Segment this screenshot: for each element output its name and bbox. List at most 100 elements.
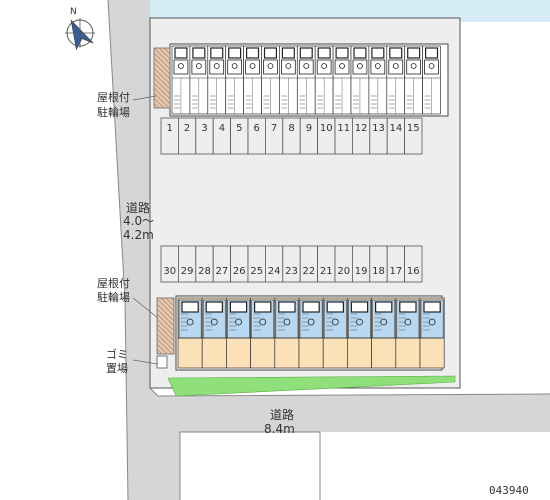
parking-space: 3 xyxy=(195,117,214,155)
parking-space-number: 30 xyxy=(163,266,176,277)
apartment-unit xyxy=(296,45,316,115)
parking-space: 30 xyxy=(160,245,179,283)
property-code: 043940 xyxy=(489,484,529,497)
apartment-unit xyxy=(177,297,203,369)
parking-space-number: 26 xyxy=(233,266,246,277)
apartment-unit xyxy=(419,297,445,369)
parking-space-number: 3 xyxy=(201,123,207,134)
parking-space: 24 xyxy=(264,245,284,283)
parking-space: 1 xyxy=(160,117,179,155)
apartment-unit xyxy=(386,45,406,115)
apartment-unit xyxy=(298,297,324,369)
parking-space-number: 1 xyxy=(167,123,173,134)
apartment-unit xyxy=(404,45,423,115)
parking-space: 26 xyxy=(230,245,249,283)
parking-space-number: 28 xyxy=(198,266,211,277)
road-south-label-2: 8.4m xyxy=(264,422,295,436)
parking-space: 4 xyxy=(212,117,231,155)
parking-space: 25 xyxy=(247,245,266,283)
parking-space: 22 xyxy=(299,245,319,283)
parking-space-number: 18 xyxy=(372,266,385,277)
water-strip-top xyxy=(150,0,550,22)
parking-space: 16 xyxy=(404,245,423,283)
building-bottom xyxy=(175,295,445,371)
parking-space: 18 xyxy=(369,245,388,283)
parking-space-number: 24 xyxy=(268,266,281,277)
parking-space: 8 xyxy=(282,117,301,155)
parking-space: 23 xyxy=(282,245,301,283)
apartment-unit xyxy=(314,45,334,115)
bike-bottom-label-2: 駐輪場 xyxy=(97,290,130,304)
apartment-unit xyxy=(422,45,441,115)
parking-space-number: 5 xyxy=(236,123,242,134)
apartment-unit xyxy=(322,297,348,369)
parking-space: 7 xyxy=(264,117,284,155)
parking-space-number: 11 xyxy=(337,123,350,134)
ground-bottom-right xyxy=(320,432,550,500)
apartment-unit xyxy=(395,297,421,369)
apartment-unit xyxy=(371,297,397,369)
apartment-unit xyxy=(347,297,372,369)
lawn xyxy=(167,375,456,397)
apartment-unit xyxy=(261,45,280,115)
compass-icon xyxy=(65,18,95,51)
parking-space: 12 xyxy=(351,117,371,155)
parking-space-number: 2 xyxy=(184,123,190,134)
apartment-unit xyxy=(201,297,227,369)
road-west-label-2: 4.0～ xyxy=(123,214,154,228)
bike-top-label-1: 屋根付 xyxy=(97,90,130,104)
parking-space-number: 20 xyxy=(337,266,350,277)
parking-space: 11 xyxy=(334,117,353,155)
parking-space: 15 xyxy=(404,117,423,155)
bike-bottom-label-1: 屋根付 xyxy=(97,276,130,290)
apartment-unit xyxy=(279,45,298,115)
apartment-unit xyxy=(250,297,276,369)
parking-space-number: 4 xyxy=(219,123,225,134)
parking-space: 13 xyxy=(369,117,388,155)
parking-space-number: 16 xyxy=(407,266,420,277)
road-south-label-1: 道路 xyxy=(270,407,294,422)
leader-lines xyxy=(132,95,159,365)
parking-space-number: 8 xyxy=(288,123,294,134)
parking-space: 29 xyxy=(177,245,197,283)
apartment-unit xyxy=(274,297,300,369)
road-west-label-3: 4.2m xyxy=(123,228,154,242)
road-edge xyxy=(107,0,550,500)
parking-space-number: 29 xyxy=(181,266,194,277)
garbage-label-1: ゴミ xyxy=(106,347,128,361)
parking-space-number: 23 xyxy=(285,266,298,277)
parking-space: 21 xyxy=(317,245,336,283)
building-top xyxy=(169,43,449,117)
parking-space-number: 25 xyxy=(250,266,263,277)
bike-shed-top-hatch xyxy=(153,47,171,109)
parking-space-number: 9 xyxy=(306,123,312,134)
apartment-unit xyxy=(171,45,191,115)
apartment-unit xyxy=(189,45,209,115)
apartment-unit xyxy=(368,45,388,115)
parking-space-number: 12 xyxy=(355,123,368,134)
compass-north: N xyxy=(70,7,77,17)
parking-space-number: 13 xyxy=(372,123,385,134)
parking-space-number: 21 xyxy=(320,266,333,277)
bike-shed-bottom-hatch xyxy=(156,297,175,355)
parking-space-number: 7 xyxy=(271,123,277,134)
parking-space-number: 22 xyxy=(303,266,316,277)
parking-space: 5 xyxy=(230,117,249,155)
parking-space: 28 xyxy=(195,245,214,283)
parking-space: 20 xyxy=(334,245,353,283)
parking-space-number: 10 xyxy=(320,123,333,134)
apartment-unit xyxy=(226,297,251,369)
parking-space: 14 xyxy=(386,117,406,155)
road-west-label-1: 道路 xyxy=(126,200,150,215)
parking-space-number: 6 xyxy=(254,123,260,134)
parking-space: 27 xyxy=(212,245,231,283)
apartment-unit xyxy=(207,45,227,115)
apartment-unit xyxy=(225,45,244,115)
parking-space-number: 27 xyxy=(216,266,229,277)
apartment-unit xyxy=(332,45,352,115)
parking-space: 9 xyxy=(299,117,319,155)
